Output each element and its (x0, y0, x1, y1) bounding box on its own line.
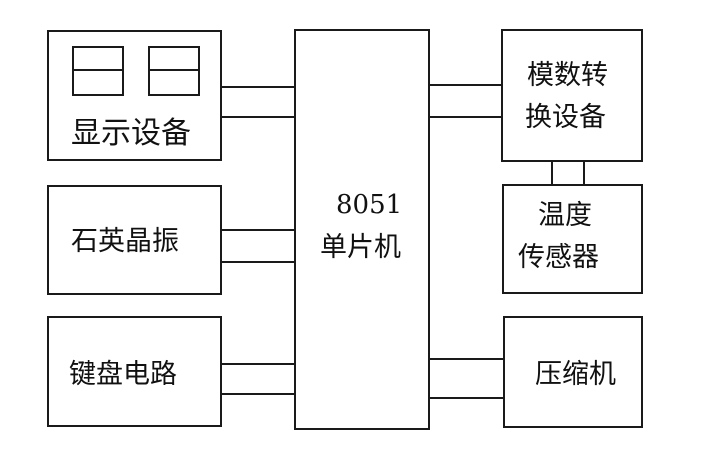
temperature-sensor-box: 温度 传感器 (502, 184, 643, 294)
adc-label-line1: 模数转 (527, 60, 608, 91)
display-device-label: 显示设备 (71, 116, 191, 151)
display-device-box: 显示设备 (47, 30, 222, 161)
keyboard-circuit-label: 键盘电路 (69, 359, 177, 390)
temperature-sensor-label-line1: 温度 (538, 200, 592, 231)
mcu-type-label: 单片机 (320, 232, 401, 263)
crystal-oscillator-box: 石英晶振 (47, 185, 222, 295)
mcu-8051-box: 8051 单片机 (294, 29, 430, 430)
crystal-oscillator-label: 石英晶振 (71, 226, 179, 257)
compressor-box: 压缩机 (503, 316, 643, 428)
temperature-sensor-label-line2: 传感器 (518, 242, 599, 273)
adc-label-line2: 换设备 (525, 102, 606, 133)
compressor-label: 压缩机 (535, 359, 616, 390)
keyboard-circuit-box: 键盘电路 (47, 316, 222, 427)
mcu-model-label: 8051 (336, 190, 403, 220)
seven-segment-digit-right (148, 46, 200, 96)
adc-device-box: 模数转 换设备 (501, 29, 643, 162)
seven-segment-digit-left (72, 46, 124, 96)
